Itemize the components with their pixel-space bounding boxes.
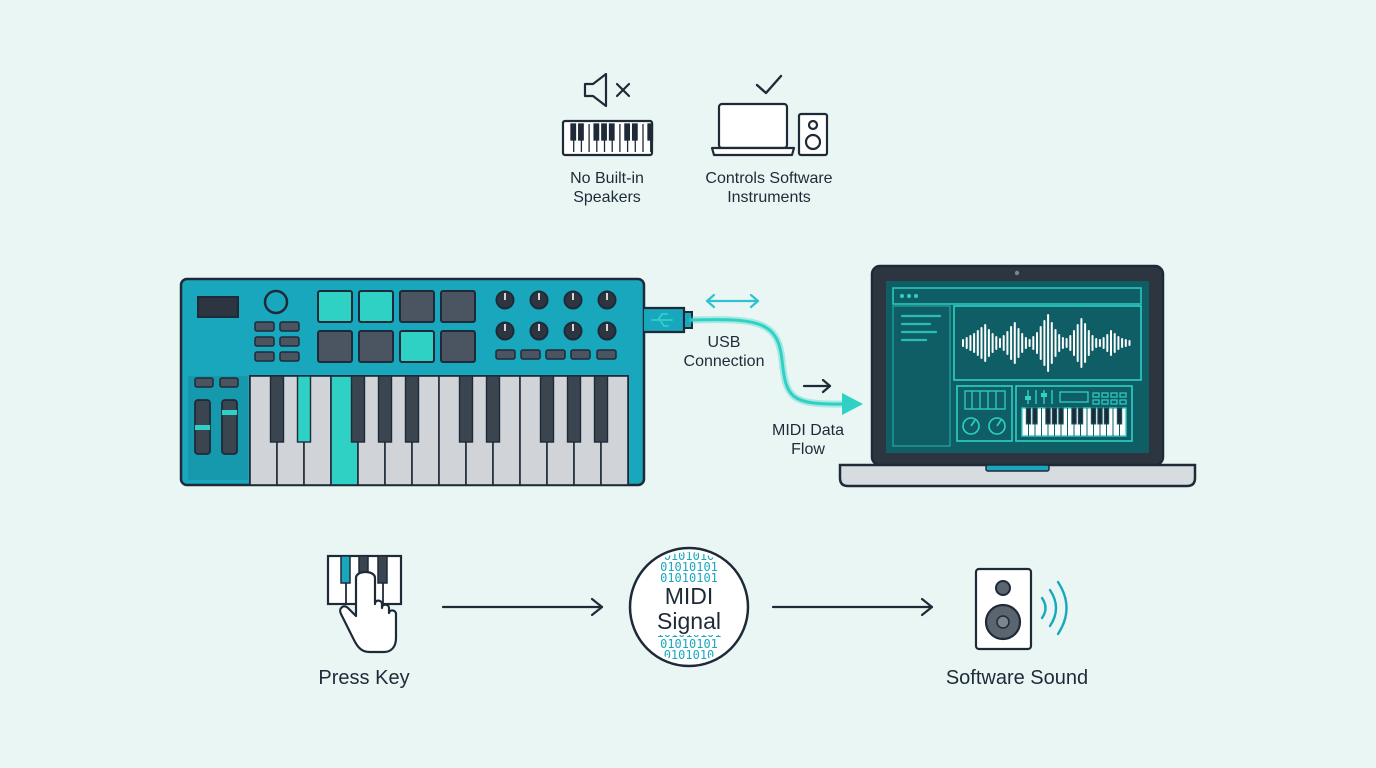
press-key-label: Press Key (318, 667, 410, 689)
svg-text:0101010: 0101010 (664, 648, 715, 662)
no-speakers-label: No Built-in Speakers (570, 170, 644, 207)
midi-signal-label: MIDI Signal (657, 583, 721, 634)
controls-software-label: Controls Software Instruments (705, 170, 833, 207)
laptop-icon (710, 102, 796, 157)
speaker-muted-icon (583, 72, 631, 108)
svg-text:01010101: 01010101 (660, 637, 718, 651)
midi-data-flow-label: MIDI Data Flow (771, 422, 844, 459)
arrow-right-icon (441, 597, 934, 617)
mod-wheel (221, 399, 238, 455)
svg-text:01010101: 01010101 (660, 571, 718, 585)
laptop-with-daw (838, 264, 1197, 488)
midi-keyboard-controller (179, 277, 646, 487)
device-display (197, 296, 239, 318)
mini-keyboard-icon (561, 119, 654, 157)
speaker-sound-icon (974, 567, 1068, 651)
speaker-icon (797, 112, 829, 157)
main-knob (263, 289, 289, 315)
svg-text:01010101: 01010101 (660, 560, 718, 574)
midi-signal-circle: 0101010010101010101010110101010110101010… (628, 546, 750, 668)
usb-plug-icon (644, 306, 693, 334)
svg-text:0101010: 0101010 (664, 549, 715, 563)
arrow-right-icon (802, 378, 832, 394)
double-arrow-icon (705, 293, 760, 309)
usb-connection-label: USB Connection (683, 334, 765, 371)
hand-pressing-key-icon (326, 554, 403, 654)
software-sound-label: Software Sound (945, 667, 1089, 689)
checkmark-icon (755, 74, 783, 95)
